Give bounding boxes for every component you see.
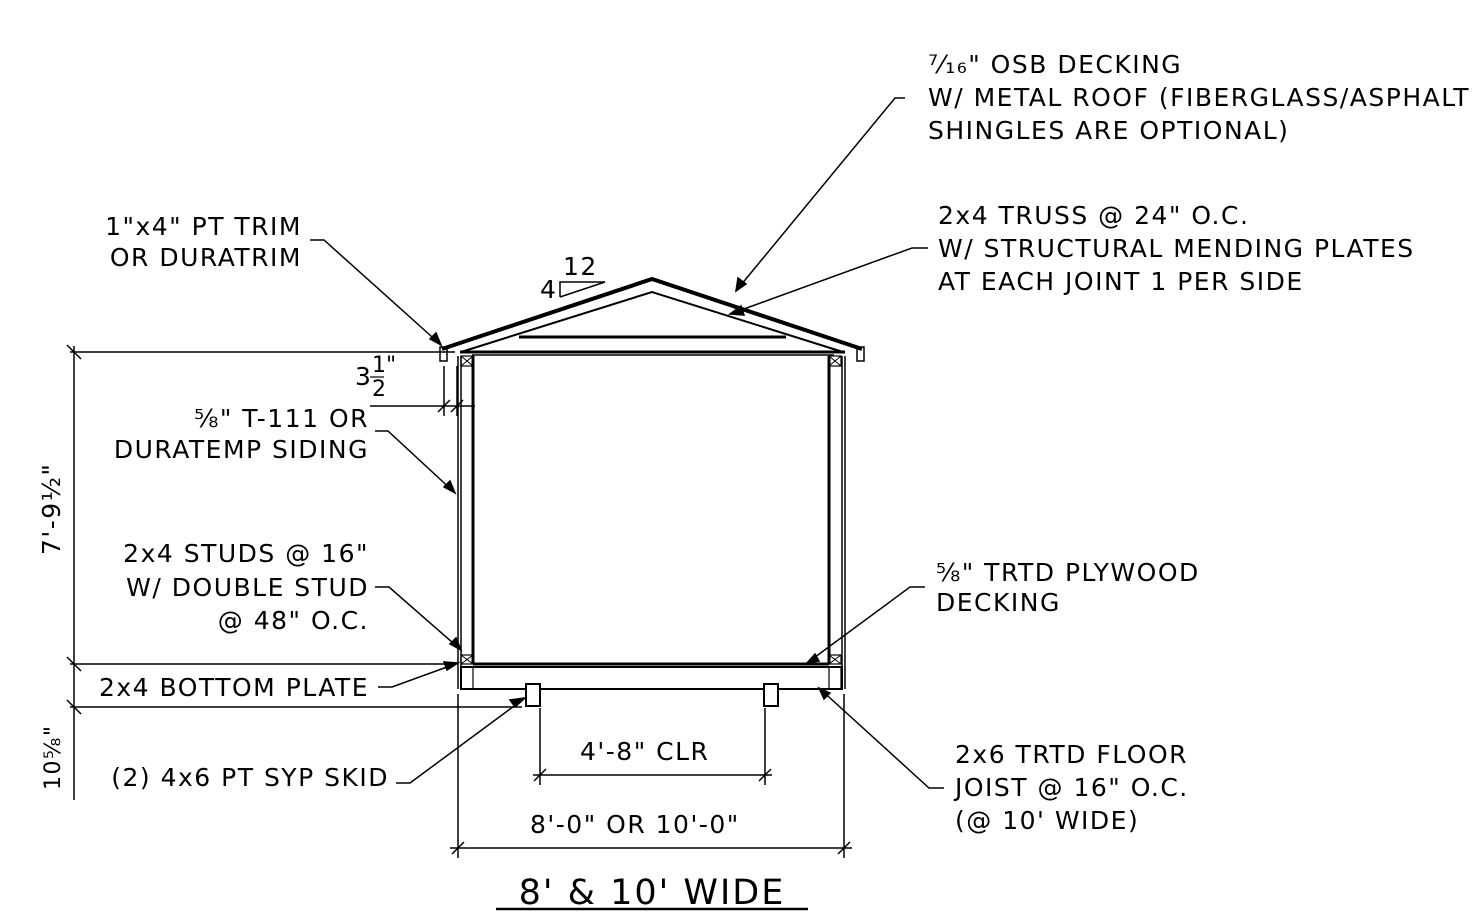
note-truss-line-3: AT EACH JOINT 1 PER SIDE: [938, 267, 1304, 296]
note-trim: 1"x4" PT TRIM OR DURATRIM: [105, 212, 302, 272]
note-joist-line-1: 2x6 TRTD FLOOR: [955, 740, 1188, 769]
dim-stud-depth: 3 1 2 ": [355, 353, 398, 402]
note-plywood: ⅝" TRTD PLYWOOD DECKING: [936, 558, 1200, 617]
note-osb-line-2: W/ METAL ROOF (FIBERGLASS/ASPHALT: [928, 83, 1470, 112]
dim-clear: 4'-8" CLR: [580, 737, 709, 766]
note-skid: (2) 4x6 PT SYP SKID: [111, 763, 389, 792]
dim-stud-depth-num: 1: [372, 353, 388, 378]
drawing-title: 8' & 10' WIDE: [519, 873, 786, 913]
dim-wall-height: 7'-9½": [37, 463, 66, 555]
note-trim-line-2: OR DURATRIM: [110, 243, 302, 272]
note-joist-line-3: (@ 10' WIDE): [955, 806, 1139, 835]
dim-floor-height: 10⅝": [41, 725, 66, 790]
note-osb: ⁷⁄₁₆" OSB DECKING W/ METAL ROOF (FIBERGL…: [928, 50, 1470, 145]
note-truss-line-2: W/ STRUCTURAL MENDING PLATES: [938, 234, 1415, 263]
note-studs-line-1: 2x4 STUDS @ 16": [123, 539, 369, 568]
truss-top-chord: [460, 290, 844, 353]
pitch-rise: 4: [540, 275, 557, 304]
note-plywood-line-2: DECKING: [936, 588, 1061, 617]
note-joist: 2x6 TRTD FLOOR JOIST @ 16" O.C. (@ 10' W…: [953, 740, 1189, 835]
note-trim-line-1: 1"x4" PT TRIM: [105, 212, 302, 241]
note-studs-line-2: W/ DOUBLE STUD: [126, 573, 369, 602]
floor-joist-rim: [460, 666, 843, 690]
note-truss-line-1: 2x4 TRUSS @ 24" O.C.: [938, 201, 1249, 230]
dim-stud-depth-whole: 3: [355, 362, 372, 391]
skid-right: [763, 683, 779, 707]
note-siding-line-1: ⅝" T-111 OR: [194, 404, 369, 433]
building-section: [439, 276, 865, 707]
pitch-run: 12: [563, 252, 598, 281]
dim-stud-depth-den: 2: [372, 377, 388, 402]
note-siding-line-2: DURATEMP SIDING: [114, 435, 369, 464]
dim-width: 8'-0" OR 10'-0": [530, 810, 740, 839]
note-siding: ⅝" T-111 OR DURATEMP SIDING: [114, 404, 369, 464]
skid-left: [525, 683, 541, 707]
note-studs: 2x4 STUDS @ 16" W/ DOUBLE STUD @ 48" O.C…: [123, 539, 369, 635]
roof-outline: [441, 276, 863, 351]
inch-mark: ": [386, 353, 398, 378]
trim-left: [439, 346, 448, 362]
roof-pitch-symbol: 12 4: [540, 252, 606, 304]
note-plywood-line-1: ⅝" TRTD PLYWOOD: [936, 558, 1200, 587]
leader-lines: [310, 97, 944, 789]
note-joist-line-2: JOIST @ 16" O.C.: [953, 773, 1189, 802]
note-osb-line-3: SHINGLES ARE OPTIONAL): [928, 116, 1289, 145]
trim-right: [856, 346, 865, 362]
note-bottom-plate: 2x4 BOTTOM PLATE: [99, 673, 369, 702]
dimension-lines: [66, 344, 852, 858]
note-studs-line-3: @ 48" O.C.: [218, 606, 369, 635]
note-truss: 2x4 TRUSS @ 24" O.C. W/ STRUCTURAL MENDI…: [938, 201, 1415, 296]
note-osb-line-1: ⁷⁄₁₆" OSB DECKING: [928, 50, 1182, 79]
